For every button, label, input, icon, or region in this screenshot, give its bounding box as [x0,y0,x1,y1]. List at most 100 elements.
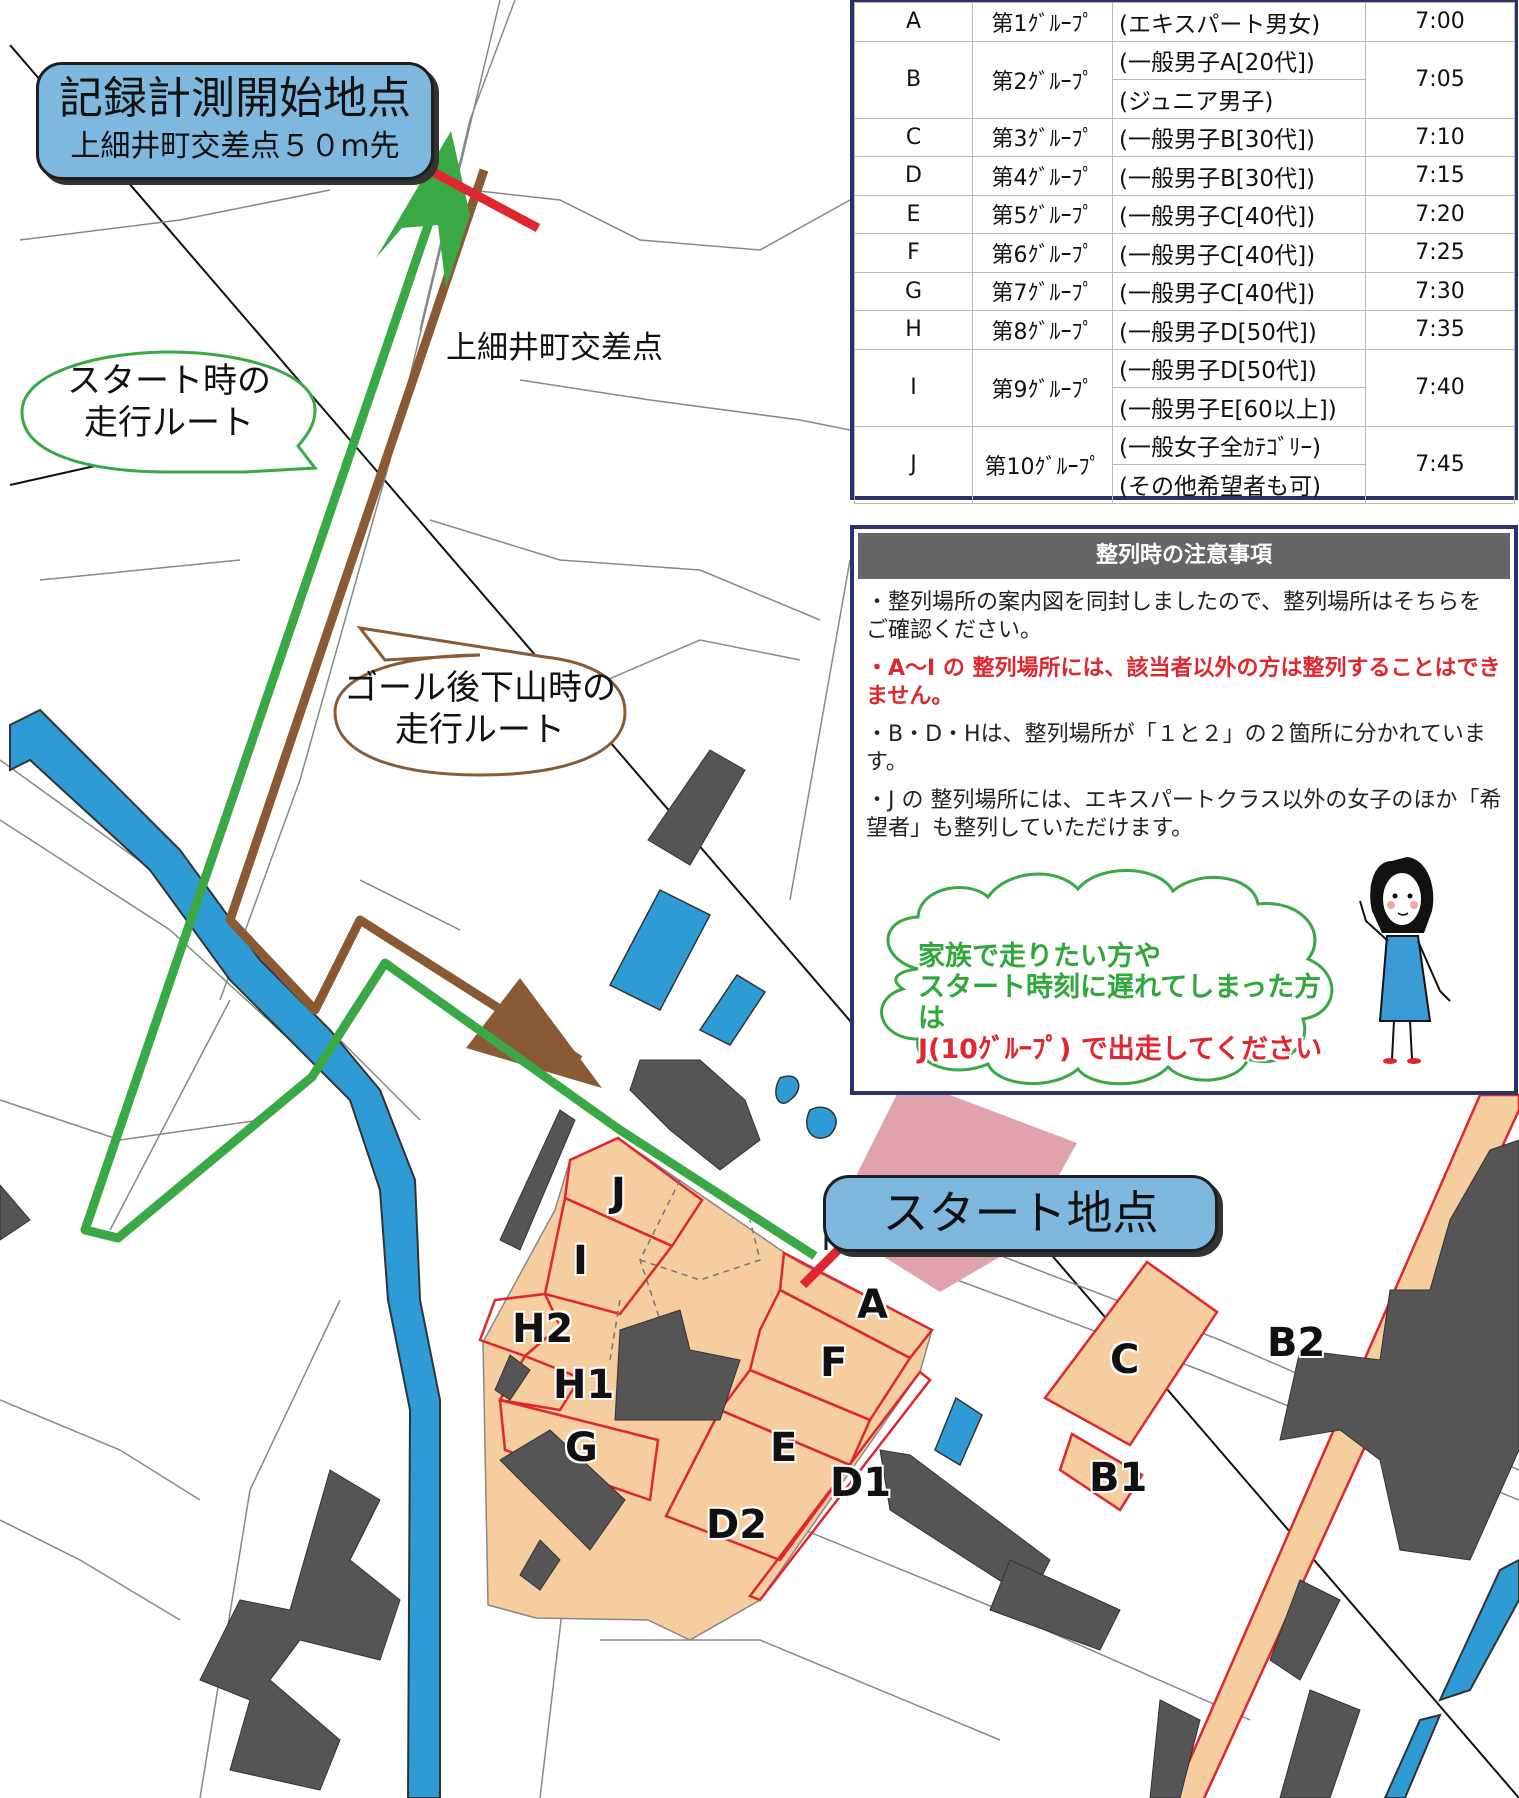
record-start-subtitle: 上細井町交差点５０m先 [70,129,400,164]
schedule-category: (ジュニア男子) [1112,79,1366,119]
schedule-zone: F [854,233,973,273]
schedule-category: (一般男子E[60以上]) [1112,387,1366,427]
schedule-zone: D [854,156,973,196]
zone-label: H1 [553,1362,615,1408]
schedule-category: (一般男子B[30代]) [1112,156,1366,196]
goal-route-label-line: ゴール後下山時の [344,668,616,708]
start-route-bubble [20,350,318,474]
zone-label: A [857,1282,888,1328]
schedule-row: (その他希望者も可) [855,464,1515,504]
schedule-zone: I [854,348,973,427]
zone-label: B2 [1267,1320,1326,1366]
schedule-group: 第4ｸﾞﾙｰﾌﾟ [972,156,1113,196]
start-route-label-line: スタート時の [67,361,271,401]
schedule-time: 7:20 [1365,194,1515,234]
schedule-row: (ジュニア男子) [855,79,1515,119]
schedule-time: 7:30 [1365,271,1515,311]
schedule-time: 7:15 [1365,156,1515,196]
schedule-category: (一般男子B[30代]) [1112,117,1366,157]
schedule-time: 7:45 [1365,425,1515,504]
start-point-title: スタート地点 [882,1186,1159,1240]
schedule-zone: B [854,40,973,119]
zone-borders [478,1136,934,1602]
goal-route-label: ゴール後下山時の 走行ルート [340,667,620,751]
start-route-arrow [376,131,470,288]
zone-label: J [611,1170,626,1216]
zone-label: I [573,1238,588,1284]
schedule-zone: G [854,271,973,311]
record-start-title: 記録計測開始地点 [59,73,411,124]
record-start-callout: 記録計測開始地点 上細井町交差点５０m先 [36,62,434,180]
note-item: ・B・D・Hは、整列場所が「１と２」の２箇所に分かれています。 [866,722,1486,775]
family-message-line: スタート時刻に遅れてしまった方は [918,972,1322,1034]
schedule-zone: A [854,2,973,42]
river [1438,1558,1519,1702]
zone-b1 [1058,1432,1144,1512]
schedule-group: 第1ｸﾞﾙｰﾌﾟ [972,2,1113,42]
note-item-warning: ・A～I の 整列場所には、該当者以外の方は整列することはできません。 [866,656,1501,709]
river [9,708,441,1798]
schedule-time: 7:00 [1365,2,1515,42]
note-item: ・J の 整列場所には、エキスパートクラス以外の女子のほか「希望者」も整列してい… [866,788,1502,841]
start-route-label-line: 走行ルート [84,403,254,443]
zone-label: D1 [830,1460,892,1506]
family-message: 家族で走りたい方や スタート時刻に遅れてしまった方は J(10ｸﾞﾙｰﾌﾟ) で… [918,941,1328,1065]
intersection-label: 上細井町交差点 [446,330,663,366]
pools [608,889,983,1467]
zone-label: E [770,1425,798,1471]
zone-label: H2 [512,1306,574,1352]
schedule-group: 第2ｸﾞﾙｰﾌﾟ [972,40,1113,119]
schedule-zone: E [854,194,973,234]
buildings [0,749,1519,1798]
schedule-time: 7:25 [1365,233,1515,273]
schedule-zone: J [854,425,973,504]
goal-route-label-line: 走行ルート [395,710,565,750]
zone-label: D2 [706,1502,768,1548]
start-line [799,1246,842,1289]
zone-label: B1 [1089,1455,1148,1501]
schedule-row: (一般男子E[60以上]) [855,387,1515,427]
river [1383,1713,1442,1798]
goal-route-arrow [466,978,602,1088]
schedule-group: 第7ｸﾞﾙｰﾌﾟ [972,271,1113,311]
zone-c [1043,1260,1219,1447]
notes-panel: 整列時の注意事項 ・整列場所の案内図を同封しましたので、整列場所はそちらをご確認… [850,525,1518,1095]
start-route [80,203,818,1260]
family-message-line: 家族で走りたい方や [918,941,1161,972]
girl-illustration [1359,857,1451,1064]
family-message-line: J(10ｸﾞﾙｰﾌﾟ) で出走してください [918,1034,1323,1065]
zone-label: C [1110,1337,1140,1383]
dashed-paths [609,1179,761,1361]
schedule-group: 第5ｸﾞﾙｰﾌﾟ [972,194,1113,234]
schedule-category: (エキスパート男女) [1112,2,1366,42]
schedule-category: (一般男子D[50代]) [1112,348,1366,388]
schedule-category: (一般男子C[40代]) [1112,194,1366,234]
schedule-category: (その他希望者も可) [1112,464,1366,504]
schedule-group: 第3ｸﾞﾙｰﾌﾟ [972,117,1113,157]
schedule-category: (一般男子D[50代]) [1112,310,1366,350]
schedule-group: 第8ｸﾞﾙｰﾌﾟ [972,310,1113,350]
schedule-group: 第9ｸﾞﾙｰﾌﾟ [972,348,1113,427]
zone-label: F [820,1340,848,1386]
survey-line [9,44,1519,1798]
schedule-category: (一般男子C[40代]) [1112,271,1366,311]
record-start-line [417,161,541,232]
zone-b2 [1171,1093,1519,1798]
family-message-cloud [880,869,1334,1086]
start-route-label: スタート時の 走行ルート [40,360,298,444]
note-item: ・整列場所の案内図を同封しましたので、整列場所はそちらをご確認ください。 [866,590,1482,643]
schedule-zone: C [854,117,973,157]
schedule-time: 7:35 [1365,310,1515,350]
